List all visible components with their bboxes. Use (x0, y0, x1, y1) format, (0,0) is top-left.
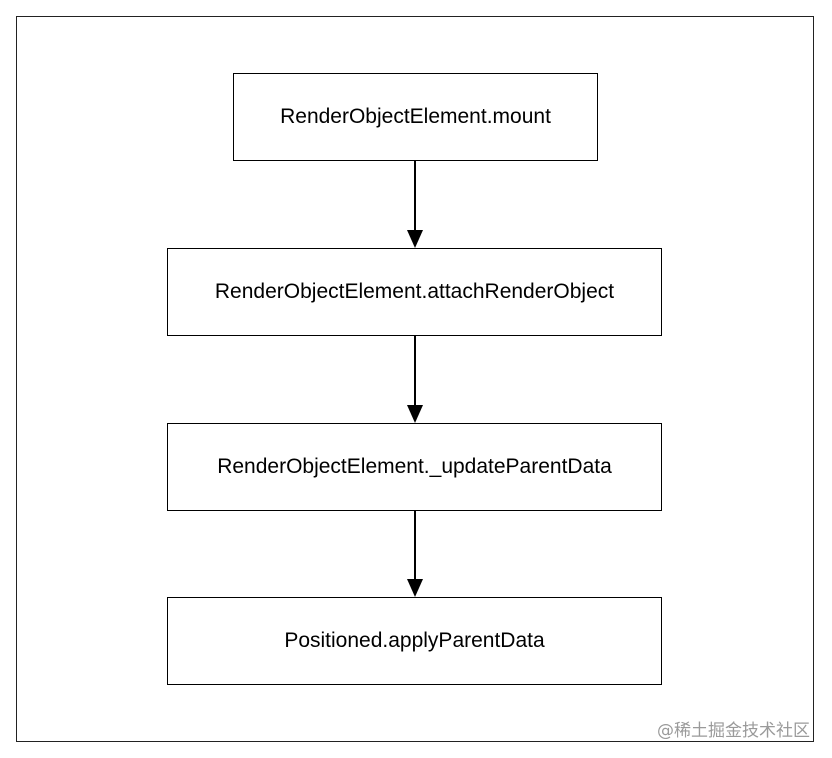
node-attach-render-object: RenderObjectElement.attachRenderObject (167, 248, 662, 336)
node-update-parent-data: RenderObjectElement._updateParentData (167, 423, 662, 511)
node-render-object-element-mount: RenderObjectElement.mount (233, 73, 598, 161)
diagram-frame (16, 16, 814, 742)
watermark: @稀土掘金技术社区 (657, 721, 810, 741)
node-positioned-apply-parent-data: Positioned.applyParentData (167, 597, 662, 685)
node-label: RenderObjectElement.attachRenderObject (214, 280, 615, 303)
node-label: RenderObjectElement._updateParentData (217, 455, 612, 478)
node-label: Positioned.applyParentData (284, 629, 545, 652)
node-label: RenderObjectElement.mount (280, 105, 551, 128)
